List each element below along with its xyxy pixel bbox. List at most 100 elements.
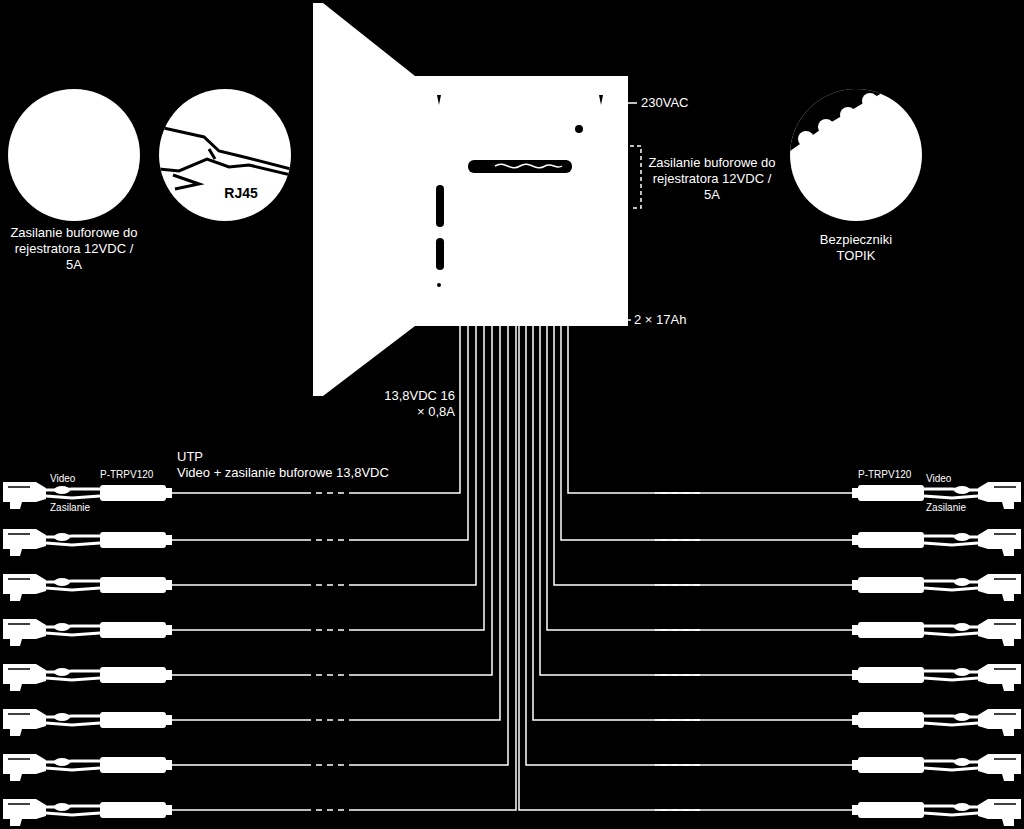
bnc-plug xyxy=(54,668,70,676)
annotation: UTP xyxy=(177,449,237,465)
utp-cable xyxy=(568,326,700,493)
camera-body xyxy=(3,799,46,826)
camera-detail xyxy=(994,758,1016,760)
utp-cable xyxy=(355,326,468,540)
bnc-plug xyxy=(54,486,70,494)
camera-body xyxy=(3,709,46,736)
utp-cable xyxy=(655,584,852,586)
bnc-plug xyxy=(954,486,970,494)
bnc-plug xyxy=(954,533,970,541)
utp-cable xyxy=(172,719,305,721)
circle-fill xyxy=(8,89,140,221)
utp-cable xyxy=(172,674,305,676)
circle-outline xyxy=(8,89,140,221)
psu-enclosure xyxy=(313,3,628,396)
utp-cable xyxy=(655,719,852,721)
utp-cable xyxy=(172,809,305,811)
utp-cable xyxy=(305,719,355,721)
power-lead xyxy=(46,496,100,498)
annotation: 230VAC xyxy=(641,95,731,111)
rj45-port xyxy=(164,625,172,635)
utp-cable xyxy=(655,539,852,541)
camera-detail xyxy=(994,623,1016,625)
camera-body xyxy=(3,574,46,601)
power-lead xyxy=(924,768,978,770)
camera-detail xyxy=(8,803,30,805)
bnc-plug xyxy=(954,758,970,766)
annotation: 13,8VDC 16 × 0,8A xyxy=(383,388,455,420)
slot xyxy=(436,238,444,270)
power-lead xyxy=(924,633,978,635)
rj45-port xyxy=(852,488,860,498)
balun xyxy=(100,532,166,548)
bnc-plug xyxy=(954,578,970,586)
camera-detail xyxy=(8,713,30,715)
detail-circle: Bezpieczniki TOPIK xyxy=(790,89,922,221)
power-lead xyxy=(46,678,100,680)
power-lead xyxy=(46,768,100,770)
camera-detail xyxy=(994,803,1016,805)
mount-hole xyxy=(437,283,441,287)
detail-circle: Zasilanie buforowe do rejestratora 12VDC… xyxy=(8,89,140,221)
balun xyxy=(858,532,924,548)
camera-body xyxy=(978,529,1021,556)
balun xyxy=(858,712,924,728)
camera-body xyxy=(3,664,46,691)
utp-cable xyxy=(172,629,305,631)
part-label: Video xyxy=(926,473,966,485)
detail-circle: RJ45 xyxy=(159,89,291,221)
circle-caption: RJ45 xyxy=(211,185,271,201)
power-lead xyxy=(924,813,978,815)
fuse xyxy=(862,93,878,109)
rj45-port xyxy=(164,805,172,815)
power-lead xyxy=(924,496,978,498)
rj45-port xyxy=(852,625,860,635)
utp-cable xyxy=(655,764,852,766)
camera-body xyxy=(3,529,46,556)
utp-cable xyxy=(305,674,355,676)
rj45-port xyxy=(852,535,860,545)
utp-cable xyxy=(305,492,355,494)
bnc-plug xyxy=(54,713,70,721)
balun xyxy=(858,622,924,638)
slot xyxy=(436,185,444,227)
camera-body xyxy=(3,482,46,509)
utp-cable xyxy=(533,326,700,720)
utp-cable xyxy=(172,584,305,586)
mount-hole xyxy=(575,125,583,133)
utp-cable xyxy=(526,326,700,765)
utp-cable xyxy=(172,764,305,766)
annotation: 2 × 17Ah xyxy=(634,312,724,328)
utp-cable xyxy=(655,674,852,676)
balun xyxy=(100,757,166,773)
camera-body xyxy=(3,754,46,781)
camera-detail xyxy=(8,533,30,535)
fuse xyxy=(798,131,814,147)
rj45-port xyxy=(164,670,172,680)
bnc-plug xyxy=(54,578,70,586)
utp-cable xyxy=(355,326,492,675)
circle-outline xyxy=(159,89,291,221)
camera-detail xyxy=(8,668,30,670)
bnc-plug xyxy=(954,803,970,811)
utp-cable xyxy=(355,326,476,585)
leader-line xyxy=(628,102,637,104)
part-label: P-TRPV120 xyxy=(858,469,928,481)
balun xyxy=(858,667,924,683)
utp-cable xyxy=(355,326,500,720)
power-lead xyxy=(46,813,100,815)
utp-cable xyxy=(305,764,355,766)
rj45-port xyxy=(164,580,172,590)
leader-line xyxy=(628,319,631,321)
camera-detail xyxy=(994,578,1016,580)
balun xyxy=(858,757,924,773)
cable-drawing xyxy=(159,127,291,189)
part-label: Zasilanie xyxy=(926,502,982,514)
balun xyxy=(100,622,166,638)
balun xyxy=(100,667,166,683)
balun xyxy=(100,577,166,593)
camera-detail xyxy=(994,713,1016,715)
camera-detail xyxy=(8,758,30,760)
balun xyxy=(858,802,924,818)
